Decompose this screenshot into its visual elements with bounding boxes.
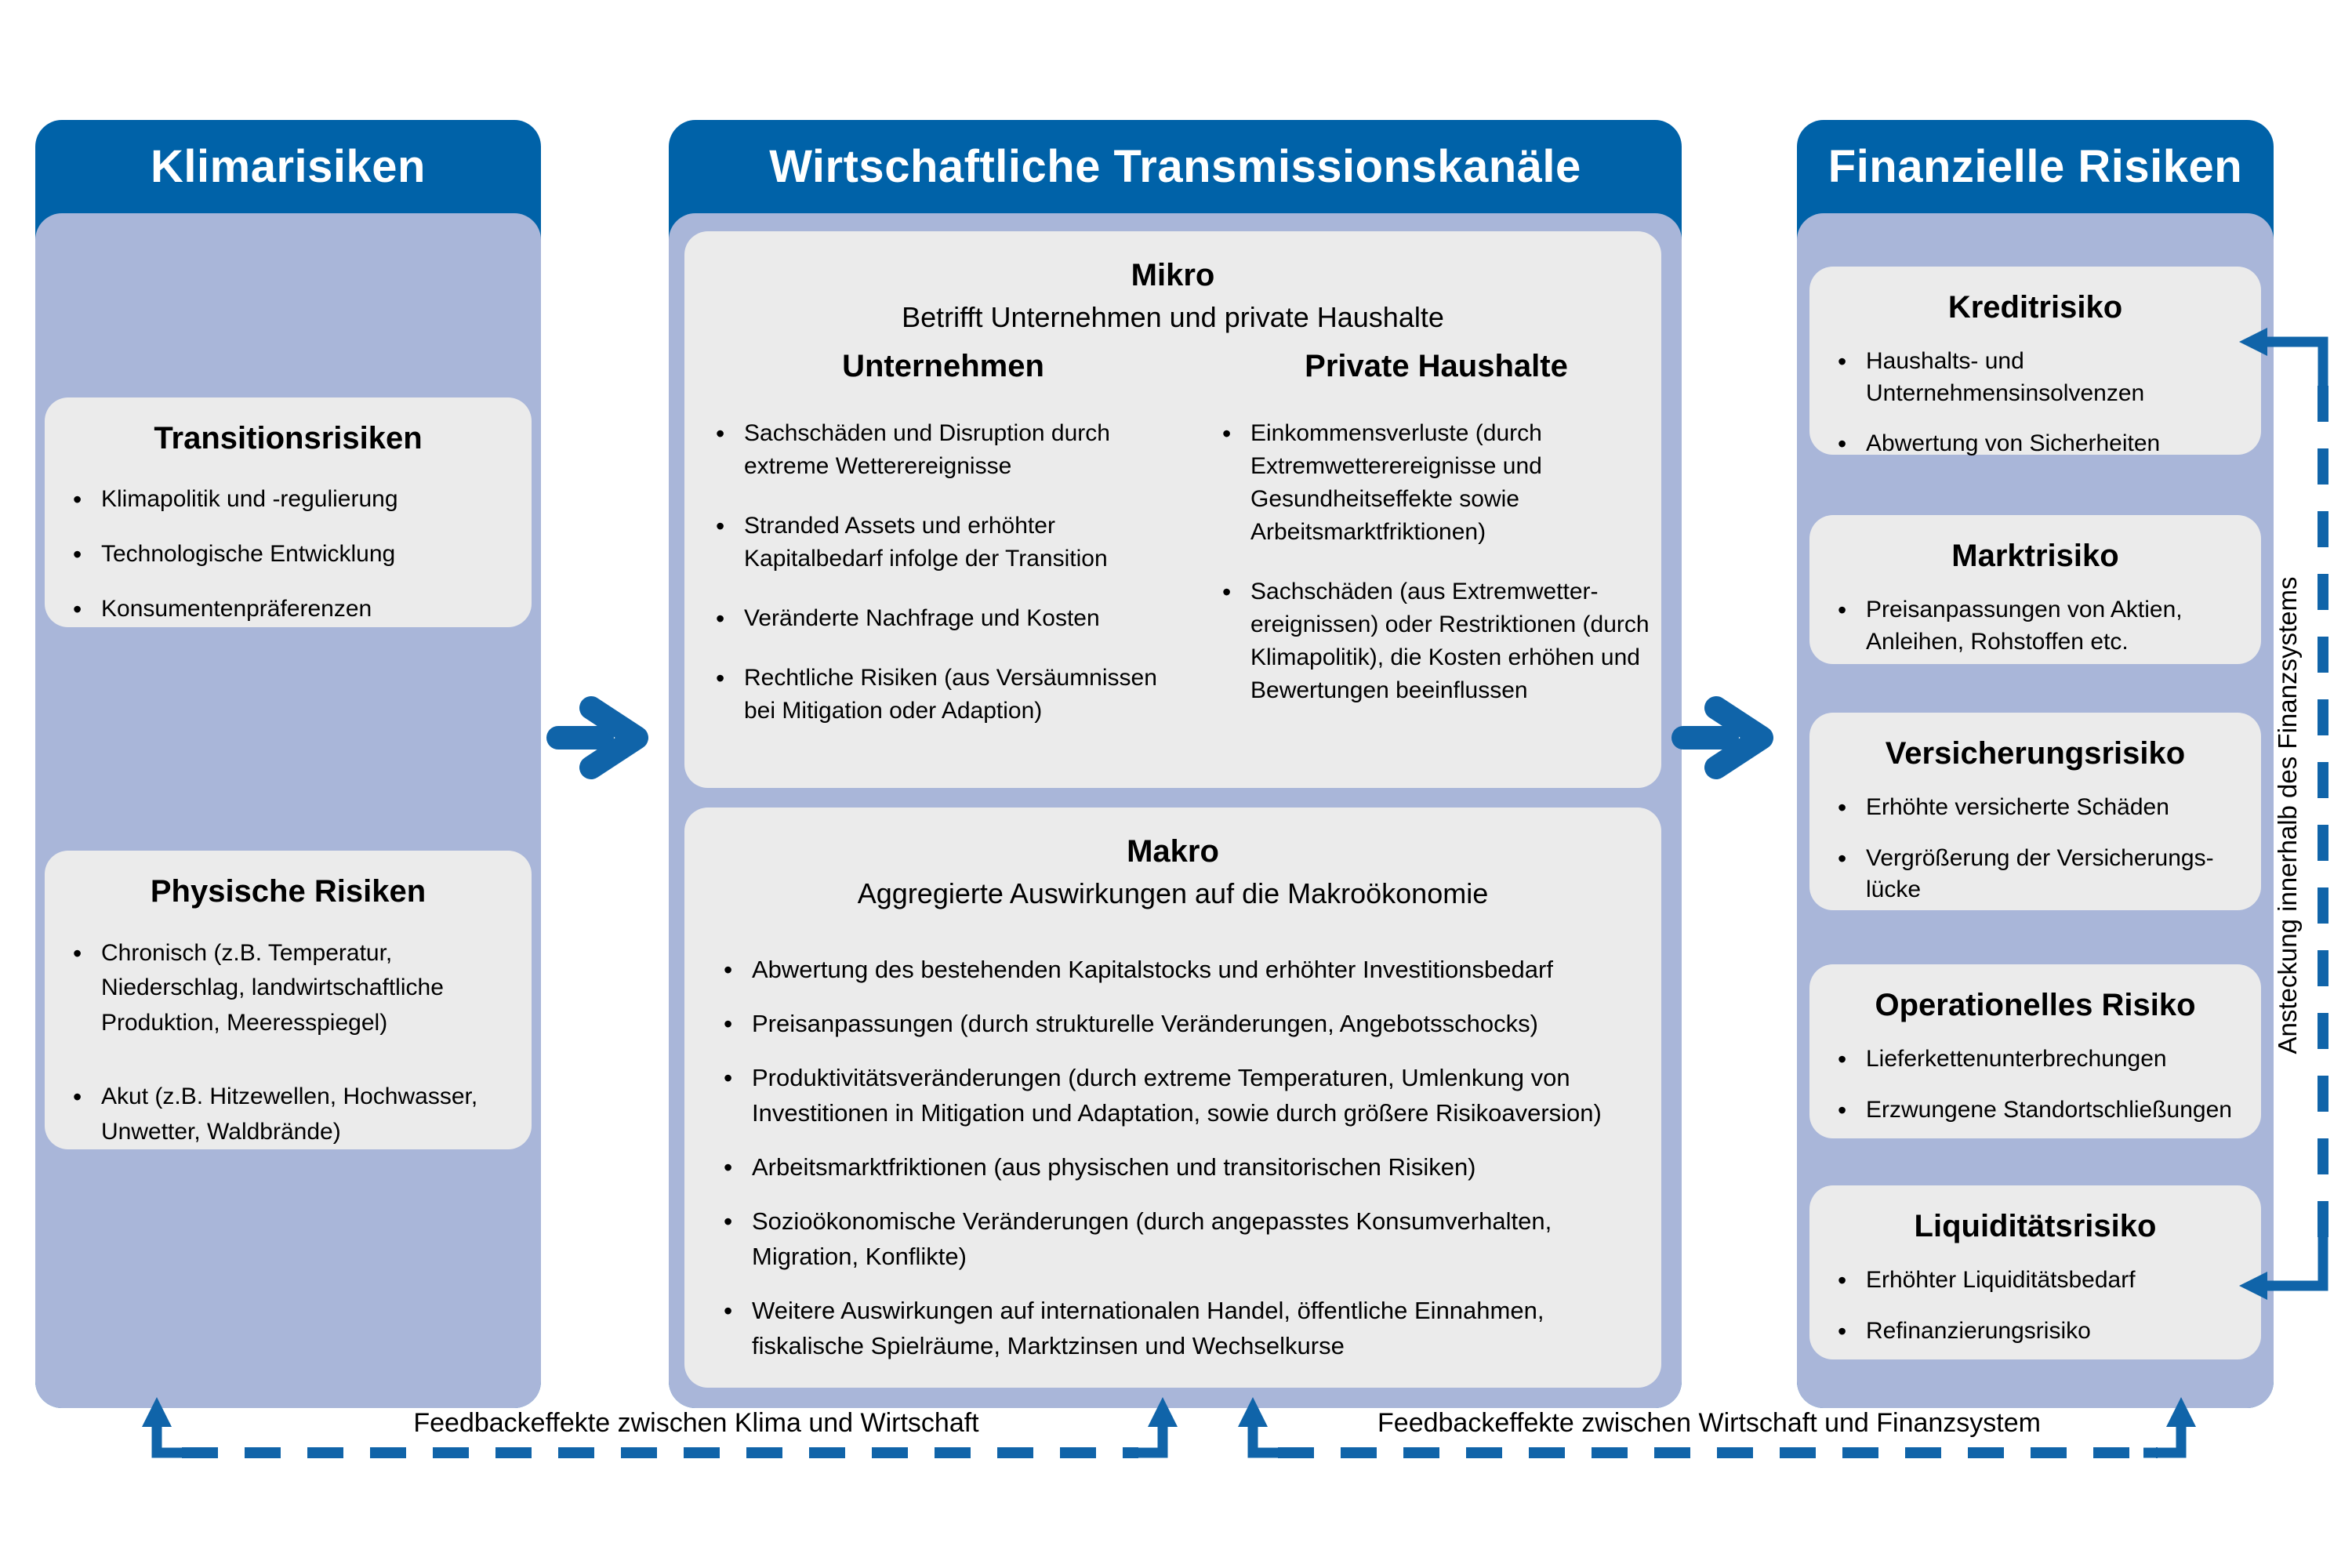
transition-risks-list: Klimapolitik und -regulierung Technologi…	[65, 482, 511, 627]
credit-risk-list: Haushalts- und Unternehmensinsolvenzen A…	[1830, 345, 2241, 461]
list-item: Preisanpassungen von Aktien, Anleihen, R…	[1830, 593, 2241, 658]
insurance-risk-list: Erhöhte versicherte Schäden Vergrößerung…	[1830, 791, 2241, 906]
list-item: Erzwungene Standortschließungen	[1830, 1094, 2241, 1127]
list-item: Veränderte Nachfrage und Kosten	[708, 601, 1178, 637]
climate-risks-column-title: Klimarisiken	[151, 141, 426, 192]
climate-risks-panel: Transitionsrisiken Klimapolitik und -reg…	[35, 213, 541, 1408]
market-risk-list: Preisanpassungen von Aktien, Anleihen, R…	[1830, 593, 2241, 658]
market-risk-title: Marktrisiko	[1951, 539, 2119, 573]
list-item: Lieferkettenunterbrechungen	[1830, 1043, 2241, 1076]
transition-risks-box: Transitionsrisiken Klimapolitik und -reg…	[45, 397, 532, 627]
list-item: Rechtliche Risiken (aus Versäumnissen be…	[708, 661, 1178, 728]
credit-risk-title: Kreditrisiko	[1947, 290, 2123, 325]
transmission-channels-panel: Mikro Betrifft Unternehmen und private H…	[669, 213, 1682, 1408]
companies-title: Unternehmen	[842, 349, 1044, 383]
market-risk-box: Marktrisiko Preisanpassungen von Aktien,…	[1809, 515, 2261, 664]
households-column: Private Haushalte Einkommensverluste (du…	[1214, 349, 1658, 772]
operational-risk-list: Lieferkettenunterbrechungen Erzwungene S…	[1830, 1043, 2241, 1127]
list-item: Sozioökonomische Veränderungen (durch an…	[716, 1203, 1633, 1275]
list-item: Sachschäden (aus Extremwetter­ereignisse…	[1214, 575, 1658, 707]
right-arrow-icon	[546, 696, 648, 779]
physical-risks-box: Physische Risiken Chronisch (z.B. Temper…	[45, 851, 532, 1149]
makro-box: Makro Aggregierte Auswirkungen auf die M…	[684, 808, 1661, 1388]
financial-risks-column-title: Finanzielle Risiken	[1828, 141, 2243, 192]
contagion-label: Ansteckung innerhalb des Finanzsystems	[2273, 576, 2302, 1054]
list-item: Erhöhte versicherte Schäden	[1830, 791, 2241, 825]
makro-subtitle: Aggregierte Auswirkungen auf die Makroök…	[857, 877, 1489, 909]
list-item: Vergrößerung der Versicherungs­lücke	[1830, 842, 2241, 906]
list-item: Konsumentenpräferenzen	[65, 592, 511, 627]
list-item: Refinanzierungsrisiko	[1830, 1315, 2241, 1348]
mikro-subtitle: Betrifft Unternehmen und private Haushal…	[902, 301, 1444, 333]
list-item: Arbeitsmarktfriktionen (aus physischen u…	[716, 1149, 1633, 1185]
list-item: Chronisch (z.B. Temperatur, Niederschlag…	[65, 935, 511, 1040]
companies-list: Sachschäden und Disruption durch extreme…	[708, 416, 1178, 728]
insurance-risk-title: Versicherungsrisiko	[1885, 736, 2186, 771]
transmission-channels-column-title: Wirtschaftliche Transmissionskanäle	[769, 141, 1581, 192]
operational-risk-box: Operationelles Risiko Lieferkettenunterb…	[1809, 964, 2261, 1138]
list-item: Erhöhter Liquiditätsbedarf	[1830, 1264, 2241, 1298]
mikro-box: Mikro Betrifft Unternehmen und private H…	[684, 231, 1661, 788]
liquidity-risk-list: Erhöhter Liquiditätsbedarf Refinanzierun…	[1830, 1264, 2241, 1348]
transition-risks-title: Transitionsrisiken	[154, 421, 423, 456]
households-list: Einkommensverluste (durch Extremwetterer…	[1214, 416, 1658, 707]
list-item: Abwertung von Sicherheiten	[1830, 427, 2241, 461]
list-item: Stranded Assets und erhöhter Kapitalbeda…	[708, 509, 1178, 575]
financial-risks-panel: Kreditrisiko Haushalts- und Unternehmens…	[1797, 213, 2274, 1408]
credit-risk-box: Kreditrisiko Haushalts- und Unternehmens…	[1809, 267, 2261, 461]
financial-risks-column: Finanzielle Risiken Kreditrisiko Haushal…	[1797, 120, 2274, 1408]
makro-list: Abwertung des bestehenden Kapitalstocks …	[716, 952, 1633, 1364]
physical-risks-list: Chronisch (z.B. Temperatur, Niederschlag…	[65, 935, 511, 1149]
list-item: Akut (z.B. Hitzewellen, Hochwasser, Unwe…	[65, 1079, 511, 1149]
mikro-columns: Unternehmen Sachschäden und Disruption d…	[684, 349, 1661, 772]
feedback-label-economy-finance: Feedbackeffekte zwischen Wirtschaft und …	[1377, 1408, 2041, 1438]
liquidity-risk-title: Liquiditätsrisiko	[1914, 1209, 2157, 1243]
households-title: Private Haushalte	[1305, 349, 1568, 383]
mikro-title: Mikro	[1131, 258, 1215, 292]
operational-risk-title: Operationelles Risiko	[1875, 988, 2196, 1022]
list-item: Preisanpassungen (durch strukturelle Ver…	[716, 1006, 1633, 1042]
list-item: Technologische Entwicklung	[65, 537, 511, 572]
liquidity-risk-box: Liquiditätsrisiko Erhöhter Liquiditätsbe…	[1809, 1185, 2261, 1359]
climate-risks-column: Klimarisiken Transitionsrisiken Klimapol…	[35, 120, 541, 1408]
list-item: Haushalts- und Unternehmensinsolvenzen	[1830, 345, 2241, 409]
list-item: Sachschäden und Disruption durch extreme…	[708, 416, 1178, 483]
list-item: Einkommensverluste (durch Extremwetterer…	[1214, 416, 1658, 549]
makro-title: Makro	[1127, 834, 1219, 869]
list-item: Klimapolitik und -regulierung	[65, 482, 511, 517]
insurance-risk-box: Versicherungsrisiko Erhöhte versicherte …	[1809, 713, 2261, 910]
list-item: Abwertung des bestehenden Kapitalstocks …	[716, 952, 1633, 988]
companies-column: Unternehmen Sachschäden und Disruption d…	[708, 349, 1178, 772]
list-item: Weitere Auswirkungen auf internationalen…	[716, 1293, 1633, 1364]
feedback-label-climate-economy: Feedbackeffekte zwischen Klima und Wirts…	[413, 1408, 979, 1438]
right-arrow-icon	[1671, 696, 1773, 779]
physical-risks-title: Physische Risiken	[150, 874, 426, 909]
transmission-channels-column: Wirtschaftliche Transmissionskanäle Mikr…	[669, 120, 1682, 1408]
list-item: Produktivitätsveränderungen (durch extre…	[716, 1060, 1633, 1131]
